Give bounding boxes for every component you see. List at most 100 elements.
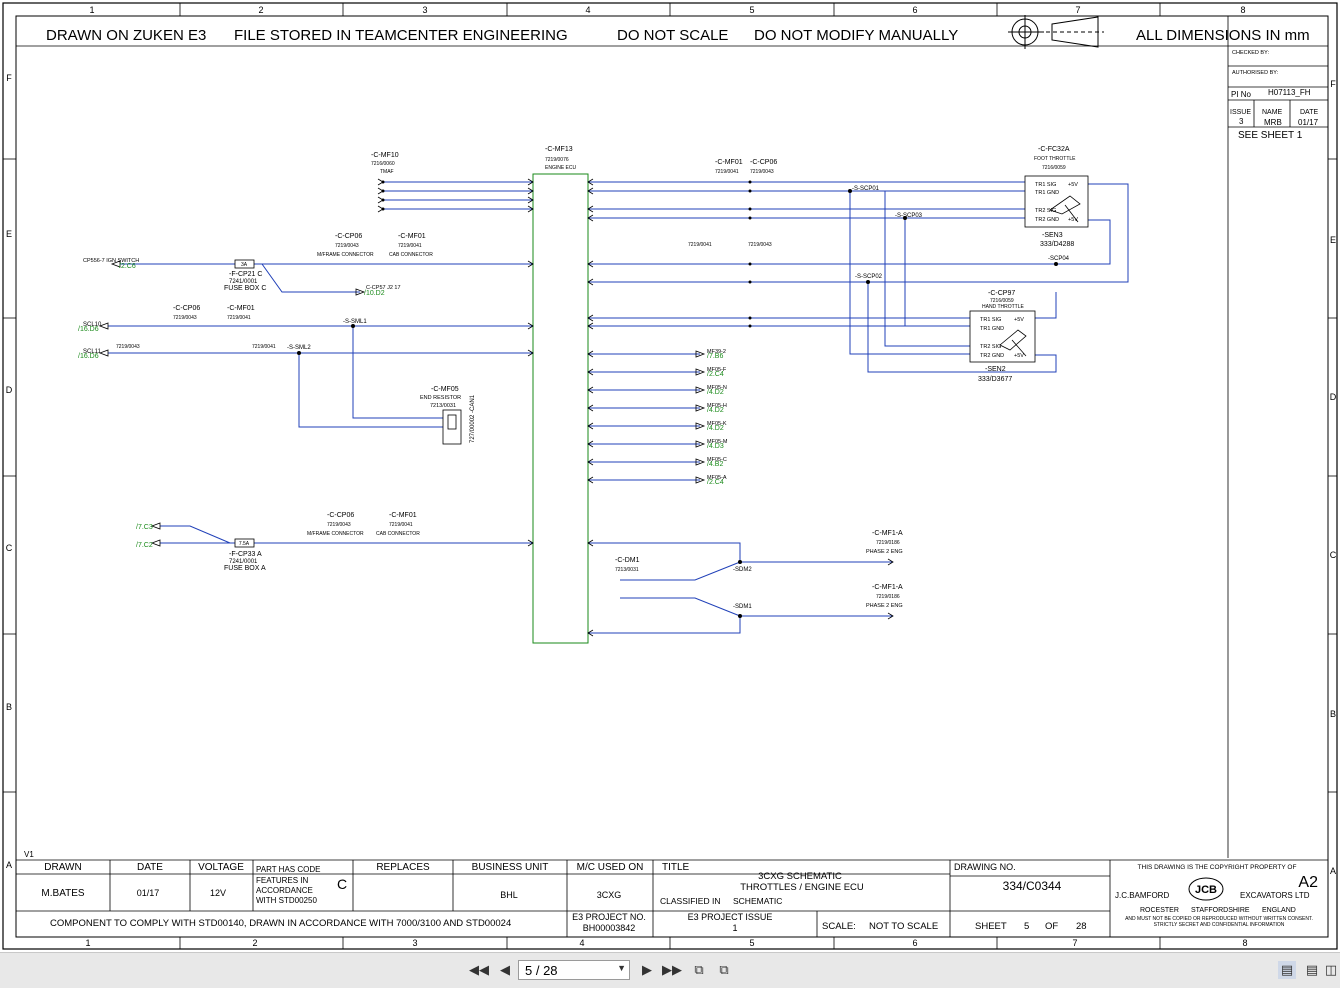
company-right: EXCAVATORS LTD [1240,891,1310,900]
col-label: 2 [258,5,263,15]
col-label: 1 [85,938,90,948]
out-3-label: MF05-H [707,403,727,409]
dm1-part: 7213/0031 [615,567,639,573]
cp06-left-ref: -C-CP06 [173,305,200,312]
hand-throttle-sensor-box [969,310,1036,363]
page-number-field[interactable]: 5 / 28 ▼ [518,960,630,980]
mc-used-value: 3CXG [597,890,622,900]
issue-value: 3 [1239,117,1244,126]
hand-throttle-lever-icon [999,329,1027,357]
continuous-page-icon[interactable]: ▤ [1305,962,1319,978]
schematic-svg: 1 2 3 4 5 6 7 8 1 2 3 4 5 6 7 8 F E D C … [2,2,1338,950]
out-6-label: MF05-C [707,457,727,463]
cp06-left-part: 7219/0043 [173,315,197,321]
project-issue-value: 1 [732,923,737,933]
col-label: 4 [579,938,584,948]
chevron-down-icon[interactable]: ▼ [617,963,626,973]
project-issue-label: E3 PROJECT ISSUE [688,912,773,922]
mf10-ref: -C-MF10 [371,152,399,159]
out-4-label: MF05-K [707,421,727,427]
jcb-logo: JCB [1188,877,1224,901]
row-label: E [1330,235,1336,245]
date-value: 01/17 [1298,118,1319,127]
address-2: ENGLAND [1262,907,1296,914]
cp57-label: C-CP57 J2 17 [366,285,401,291]
page-layout-icon-1[interactable]: ⧉ [694,962,704,978]
prev-page-icon[interactable]: ◀ [500,962,510,978]
col-label: 7 [1075,5,1080,15]
scl11-ref: /16.D6 [78,353,99,360]
cp33-part: 7241/0001 [229,559,258,565]
sdm2-label: -SDM2 [733,567,752,573]
out-6-ref: /4.B2 [707,461,723,468]
mf01-mid-part: 7219/0041 [398,243,422,249]
date-label: DATE [1300,109,1318,116]
drawn-label: DRAWN [44,862,81,873]
col-label: 6 [912,938,917,948]
next-page-icon[interactable]: ▶ [642,962,652,978]
name-label: NAME [1262,109,1283,116]
classified-label: CLASSIFIED IN [660,896,720,906]
foot-throttle-pedal-icon [1049,195,1081,223]
col-label: 4 [585,5,590,15]
scale-label: SCALE: [822,921,856,932]
version-label: V1 [24,850,34,859]
page-layout-icon-2[interactable]: ⧉ [719,962,729,978]
cp97-desc: HAND THROTTLE [982,304,1025,310]
cp21-ref: -F-CP21 C [229,271,262,278]
hand-pin-5v-a: +5V [1014,317,1024,323]
mf01-top-ref: -C-MF01 [715,159,743,166]
title-line-0: 3CXG SCHEMATIC [758,871,842,882]
sheet-label: SHEET [975,921,1007,932]
scl10-label: SCL10 [83,322,102,328]
cp33-ref: -F-CP33 A [229,551,262,558]
first-page-icon[interactable]: ◀◀ [469,962,489,978]
mf01-left-ref: -C-MF01 [227,305,255,312]
scl10-ref: /16.D6 [78,326,99,333]
foot-pin-tr1-sig: TR1 SIG [1035,182,1056,188]
business-unit-label: BUSINESS UNIT [472,862,549,873]
out-5-ref: /4.D3 [707,443,724,450]
cp57-ref: /10.D2 [364,290,385,297]
row-label: B [1330,709,1336,719]
mf1a-top-ref: -C-MF1-A [872,530,903,537]
mf01-bot-desc: CAB CONNECTOR [376,531,420,537]
mf01-top-part: 7219/0041 [715,169,739,175]
sdm1-label: -SDM1 [733,604,752,610]
sheet-number: 5 [1024,921,1029,932]
foot-pin-tr2-gnd: TR2 GND [1035,217,1059,223]
row-label: A [6,860,12,870]
scp03-label: -S-SCP03 [895,213,923,219]
legal-1: STRICTLY SECRET AND CONFIDENTIAL INFORMA… [1154,922,1285,928]
mf10-desc: TMAF [380,169,394,175]
voltage-label: VOLTAGE [198,862,244,873]
drawing-no-label: DRAWING NO. [954,862,1016,872]
date-value-tb: 01/17 [137,888,160,898]
last-page-icon[interactable]: ▶▶ [662,962,682,978]
out-3-ref: /4.D2 [707,407,724,414]
mf01-left-part: 7219/0041 [227,315,251,321]
hand-pin-tr2-gnd: TR2 GND [980,353,1004,359]
out-2-label: MF05-N [707,385,727,391]
code-line-1: FEATURES IN [256,876,309,885]
col-label: 3 [422,5,427,15]
cp97-ref: -C-CP97 [988,290,1015,297]
page-number-display: 5 / 28 [525,962,558,978]
two-page-icon[interactable]: ◫ [1324,962,1338,978]
hand-pin-5v-b: +5V [1014,353,1024,359]
col-label: 5 [749,5,754,15]
out-1-label: MF05-F [707,367,727,373]
address-0: ROCESTER [1140,907,1179,914]
scp01-label: -S-SCP01 [852,186,880,192]
row-label: E [6,229,12,239]
out-4-ref: /4.D2 [707,425,724,432]
foot-pin-5v-a: +5V [1068,182,1078,188]
company-left: J.C.BAMFORD [1115,891,1169,900]
single-page-icon[interactable]: ▤ [1278,961,1296,979]
row-label: D [6,385,13,395]
cp21-desc: FUSE BOX C [224,285,266,292]
row-label: F [1330,79,1336,89]
cp97-part: 7216/0059 [990,298,1014,304]
mf01-bot-ref: -C-MF01 [389,512,417,519]
foot-pin-5v-b: +5V [1068,217,1078,223]
